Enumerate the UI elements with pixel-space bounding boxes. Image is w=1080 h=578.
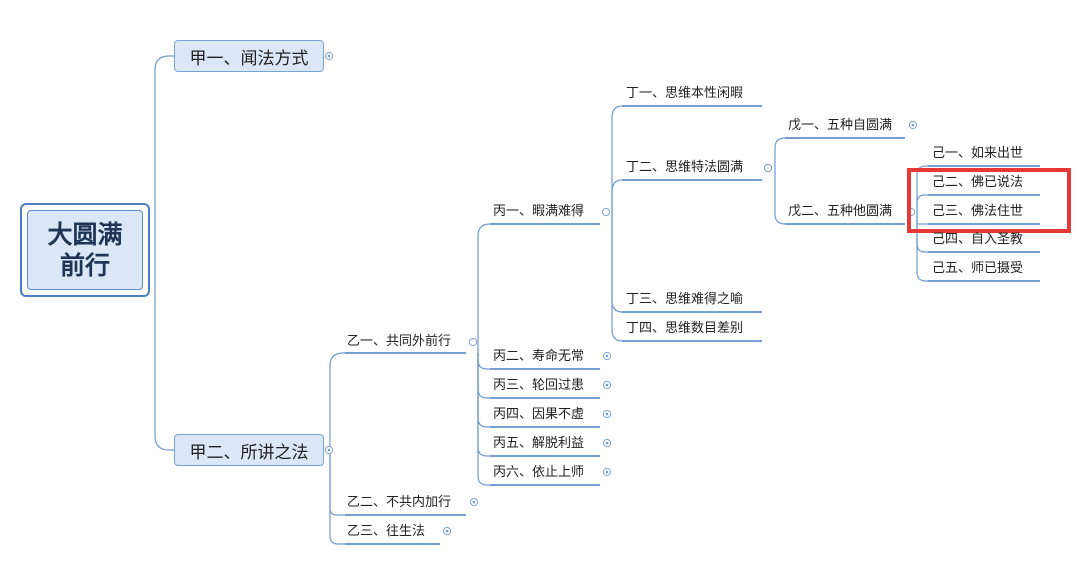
collapse-toggle-dot-icon (911, 123, 915, 127)
collapse-toggle-dot-icon (605, 412, 609, 416)
node-yi2[interactable]: 乙二、不共内加行 (347, 495, 452, 510)
connector-yi1-bing1 (477, 223, 491, 353)
node-yi3[interactable]: 乙三、往生法 (347, 524, 426, 539)
connector-yi1-bing3 (477, 353, 490, 399)
node-ji5[interactable]: 己五、师已摄受 (932, 261, 1024, 276)
collapse-toggle-dot-icon (472, 500, 476, 504)
node-bing4[interactable]: 丙四、因果不虚 (493, 407, 585, 422)
connector-jia2-yi1 (329, 352, 345, 450)
collapse-toggle-dot-icon (605, 354, 609, 358)
node-bing1[interactable]: 丙一、暇满难得 (493, 204, 585, 219)
connector-wu2-ji4 (916, 224, 928, 253)
connector-root-jia2 (154, 250, 174, 451)
collapse-toggle-dot-icon (327, 448, 331, 452)
node-bing6[interactable]: 丙六、依止上师 (493, 465, 585, 480)
collapse-toggle-dot-icon (605, 470, 609, 474)
node-bing3[interactable]: 丙三、轮回过患 (493, 378, 585, 393)
connector-yi1-bing6 (477, 353, 490, 486)
connector-bing1-ding1 (611, 105, 623, 224)
root-title-line1: 大圆满 (47, 220, 123, 249)
connector-wu2-ji5 (916, 224, 928, 282)
connector-ding2-wu2 (774, 180, 786, 225)
connector-yi1-bing4 (477, 353, 490, 428)
node-jia2[interactable]: 甲二、所讲之法 (174, 434, 324, 466)
node-wu1[interactable]: 戊一、五种自圆满 (788, 118, 893, 133)
node-jia1[interactable]: 甲一、闻法方式 (174, 40, 324, 72)
connector-root-jia1 (154, 55, 174, 250)
collapse-toggle-icon (601, 207, 611, 217)
highlight-box (907, 168, 1071, 233)
node-ding3[interactable]: 丁三、思维难得之喻 (626, 292, 744, 307)
root-title: 大圆满 前行 (47, 219, 122, 281)
node-ding2[interactable]: 丁二、思维特法圆满 (626, 160, 744, 175)
node-ji2[interactable]: 己二、佛已说法 (932, 175, 1024, 190)
node-yi1[interactable]: 乙一、共同外前行 (347, 334, 452, 349)
connector-bing1-ding2 (611, 179, 623, 224)
connector-wu2-ji2 (916, 194, 928, 224)
connector-yi1-bing2 (477, 353, 490, 370)
collapse-toggle-dot-icon (605, 441, 609, 445)
collapse-toggle-dot-icon (327, 54, 331, 58)
connector-bing1-ding4 (611, 224, 623, 342)
root-node-inner: 大圆满 前行 (27, 210, 143, 290)
connector-jia2-yi2 (329, 450, 345, 516)
node-ding4[interactable]: 丁四、思维数目差别 (626, 321, 744, 336)
connector-ding2-wu1 (774, 137, 786, 180)
root-title-line2: 前行 (59, 251, 110, 280)
collapse-toggle-dot-icon (445, 529, 449, 533)
collapse-toggle-icon (763, 163, 773, 173)
node-ji3[interactable]: 己三、佛法住世 (932, 204, 1024, 219)
node-bing2[interactable]: 丙二、寿命无常 (493, 349, 585, 364)
connector-jia2-yi3 (329, 450, 345, 545)
node-wu2[interactable]: 戊二、五种他圆满 (788, 204, 893, 219)
collapse-toggle-dot-icon (605, 383, 609, 387)
node-bing5[interactable]: 丙五、解脱利益 (493, 436, 585, 451)
collapse-toggle-icon (468, 337, 478, 347)
node-ding1[interactable]: 丁一、思维本性闲暇 (626, 86, 744, 101)
node-ji4[interactable]: 己四、自入圣教 (932, 232, 1024, 247)
node-ji1[interactable]: 己一、如来出世 (932, 146, 1024, 161)
connector-bing1-ding3 (611, 224, 623, 313)
root-node[interactable]: 大圆满 前行 (20, 203, 150, 297)
